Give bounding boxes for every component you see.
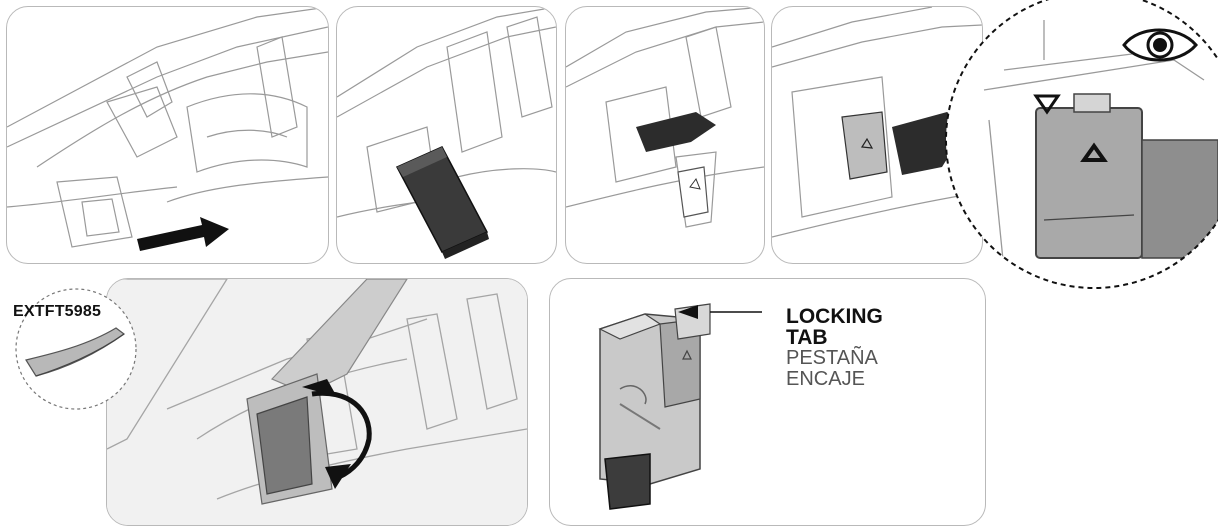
triangle-up-icon (682, 349, 692, 360)
callout-en-line2: TAB (786, 326, 828, 349)
step-5-panel (106, 278, 528, 526)
curved-arrow-icon (311, 390, 372, 480)
step-1-illustration (7, 7, 328, 251)
triangle-up-icon (1080, 142, 1108, 162)
locking-tab-zoomed (1035, 107, 1143, 259)
step-4-illustration (772, 7, 982, 238)
step-5-illustration (107, 279, 527, 525)
callout-es-line2: ENCAJE (786, 368, 865, 390)
step-3-panel (565, 6, 765, 264)
latch-tab (256, 396, 313, 495)
battery-pack (395, 146, 489, 259)
arrow-right-icon (137, 217, 229, 251)
eye-icon (1122, 28, 1198, 62)
triangle-up-icon (689, 177, 701, 190)
latch-tab (841, 111, 888, 180)
step-4-panel (771, 6, 983, 264)
step-2-illustration (337, 7, 556, 259)
callout-es-line1: PESTAÑA (786, 347, 878, 369)
locking-tab-callout: LOCKING TAB PESTAÑA ENCAJE (786, 306, 883, 390)
battery-pack (636, 112, 716, 152)
callout-en-line1: LOCKING (786, 305, 883, 328)
step-1-panel (6, 6, 329, 264)
triangle-up-icon (860, 137, 874, 149)
step-3-illustration (566, 7, 764, 228)
locking-tab-illustration (598, 303, 762, 510)
arrow-left-icon (678, 305, 698, 319)
part-inset (6, 288, 146, 410)
step-6-panel (549, 278, 986, 526)
triangle-down-icon (1033, 94, 1061, 115)
step-2-panel (336, 6, 557, 264)
detail-zoom (944, 0, 1218, 290)
part-number-label: EXTFT5985 (13, 303, 102, 320)
latch-tab (677, 166, 709, 218)
